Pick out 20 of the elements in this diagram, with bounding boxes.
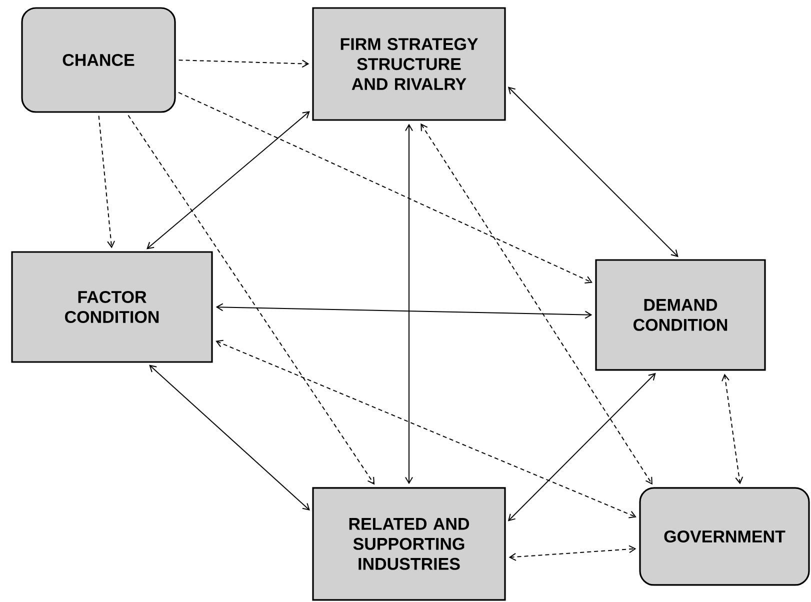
box: FACTOR CONDITION <box>11 251 213 363</box>
arrow <box>508 545 636 561</box>
rounded-box: GOVERNMENT <box>639 487 810 586</box>
arrow <box>128 114 375 485</box>
arrow <box>508 372 656 522</box>
arrow <box>722 374 744 484</box>
arrow <box>98 115 116 248</box>
box: DEMAND CONDITION <box>595 259 766 371</box>
box: FIRM STRATEGY STRUCTURE AND RIVALRY <box>312 7 506 121</box>
arrow <box>508 86 678 258</box>
arrow <box>149 364 310 511</box>
arrow <box>216 340 636 518</box>
arrow <box>178 92 592 284</box>
rounded-box: CHANCE <box>21 7 176 113</box>
arrow <box>405 124 413 484</box>
arrow <box>216 303 592 319</box>
box: RELATED AND SUPPORTING INDUSTRIES <box>312 487 506 601</box>
arrow <box>178 60 310 68</box>
arrow <box>420 123 652 485</box>
arrow <box>146 111 310 250</box>
